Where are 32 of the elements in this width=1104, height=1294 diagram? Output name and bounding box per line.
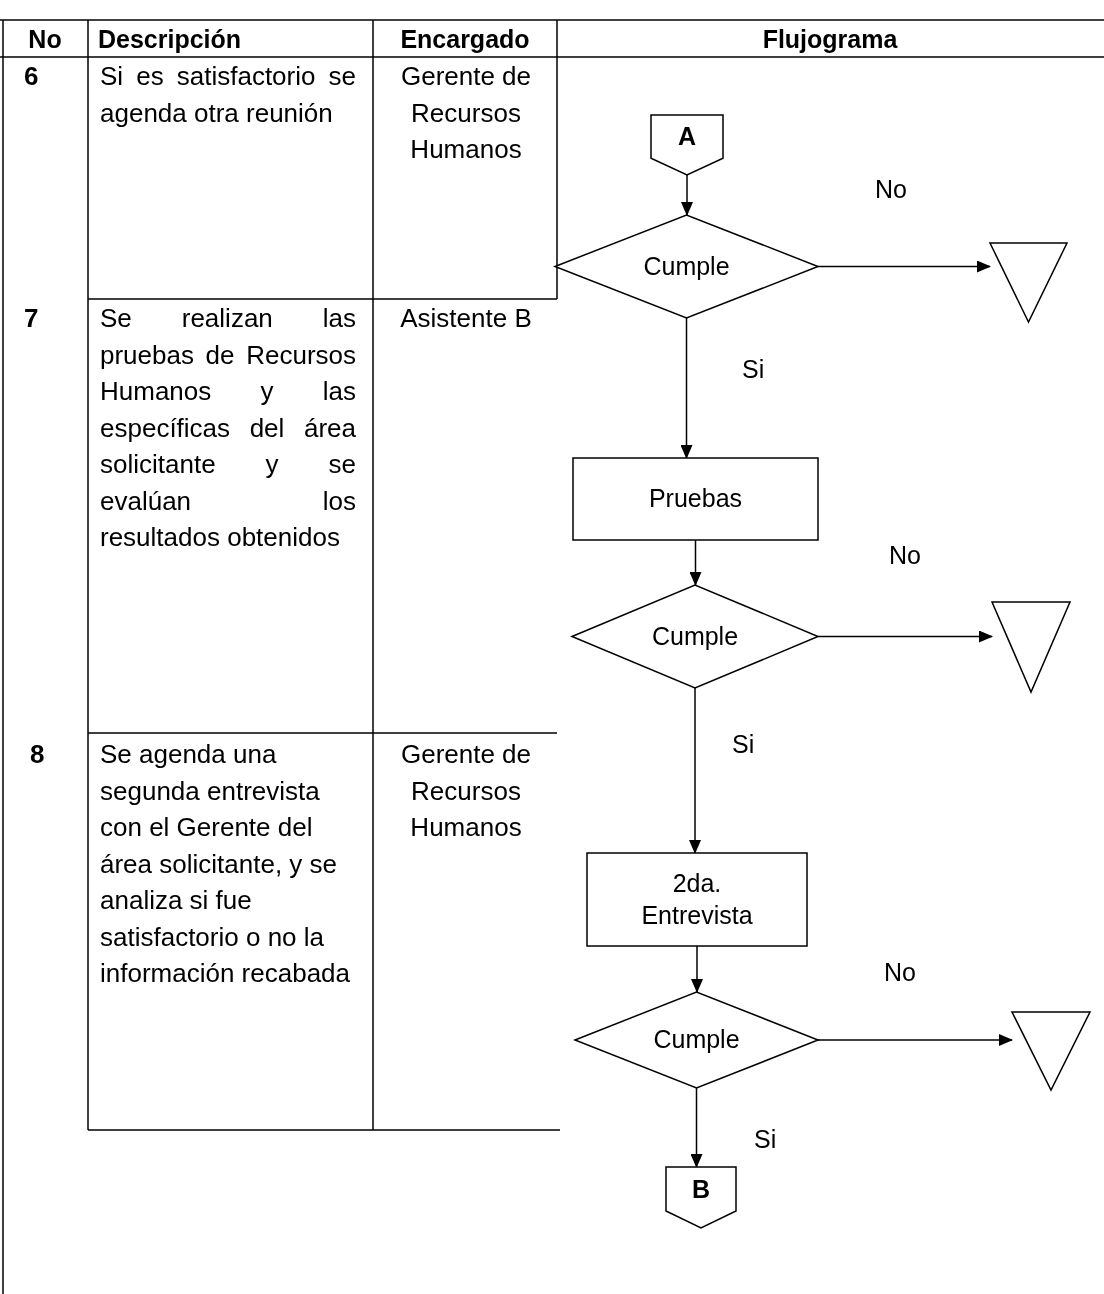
column-header: Encargado [399, 24, 531, 55]
responsible-text: Gerente de Recursos Humanos [399, 60, 533, 166]
arrow [817, 1034, 1013, 1046]
arrow [680, 317, 693, 459]
arrow [690, 1087, 703, 1168]
step-description: Si es satisfactorio se agenda otra reunión [100, 60, 356, 130]
end-triangle [1012, 1012, 1090, 1090]
step-number: 8 [30, 738, 46, 771]
arrow [689, 539, 702, 586]
off-page-connector: A [651, 115, 723, 175]
responsible-text: Gerente de Recursos Humanos [399, 738, 533, 844]
process-box: Pruebas [573, 458, 818, 540]
arrow [681, 174, 693, 216]
arrow [691, 945, 703, 993]
off-page-connector: B [666, 1167, 736, 1228]
end-triangle [990, 243, 1067, 322]
column-header: Descripción [98, 24, 243, 55]
arrow [817, 260, 991, 273]
step-number: 6 [24, 60, 40, 93]
arrow [817, 630, 993, 643]
arrow [689, 687, 701, 854]
process-box: 2da. Entrevista [587, 853, 807, 946]
decision-diamond: Cumple [572, 585, 818, 688]
responsible-text: Asistente B [399, 302, 533, 335]
end-triangle [992, 602, 1070, 692]
column-header: Flujograma [761, 24, 899, 55]
decision-diamond: Cumple [555, 215, 818, 318]
step-description: Se agenda una segunda entrevista con el Gerente del área solicitante, y se analiza si fue satisfactorio o no la información recabada [100, 738, 352, 990]
decision-diamond: Cumple [575, 992, 818, 1088]
column-header: No [27, 24, 63, 55]
step-description: Se realizan las pruebas de Recursos Humanos y las específicas del área solicitante y se evalúan los resultados obtenidos [100, 302, 356, 554]
step-number: 7 [24, 302, 40, 335]
